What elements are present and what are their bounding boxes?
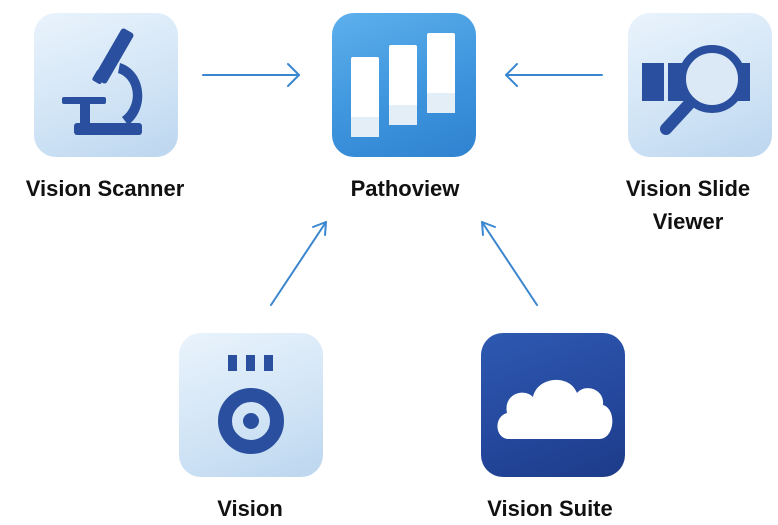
vision-scanner-tile[interactable] bbox=[34, 13, 178, 157]
node-label: Pathoview bbox=[350, 176, 460, 201]
vision-tile[interactable] bbox=[179, 333, 323, 477]
magnifier-slide-icon bbox=[642, 45, 750, 135]
arrow-vision-to-pathoview bbox=[270, 221, 327, 306]
node-label: Vision bbox=[217, 496, 283, 521]
vision-slide-viewer-tile[interactable] bbox=[628, 13, 772, 157]
pathoview-tile[interactable] bbox=[332, 13, 476, 157]
node-label: Vision Scanner bbox=[25, 176, 185, 201]
arrow-scanner-to-pathoview bbox=[202, 63, 300, 87]
node-label: Vision Slide Viewer bbox=[625, 176, 751, 234]
cloud-icon bbox=[497, 379, 613, 439]
node-vision-scanner[interactable]: Vision Scanner bbox=[0, 0, 210, 220]
arrow-suite-to-pathoview bbox=[481, 221, 538, 306]
bar-chart-icon bbox=[351, 33, 455, 137]
vision-suite-tile[interactable] bbox=[481, 333, 625, 477]
node-vision-suite[interactable]: Vision Suite bbox=[450, 320, 650, 521]
node-label: Vision Suite bbox=[487, 496, 613, 521]
microscope-icon bbox=[62, 28, 143, 135]
node-vision[interactable]: Vision bbox=[150, 320, 350, 521]
node-vision-slide-viewer[interactable]: Vision Slide Viewer bbox=[598, 0, 778, 250]
camera-icon bbox=[218, 355, 284, 454]
arrow-slide-viewer-to-pathoview bbox=[505, 63, 603, 87]
node-pathoview[interactable]: Pathoview bbox=[310, 0, 500, 220]
